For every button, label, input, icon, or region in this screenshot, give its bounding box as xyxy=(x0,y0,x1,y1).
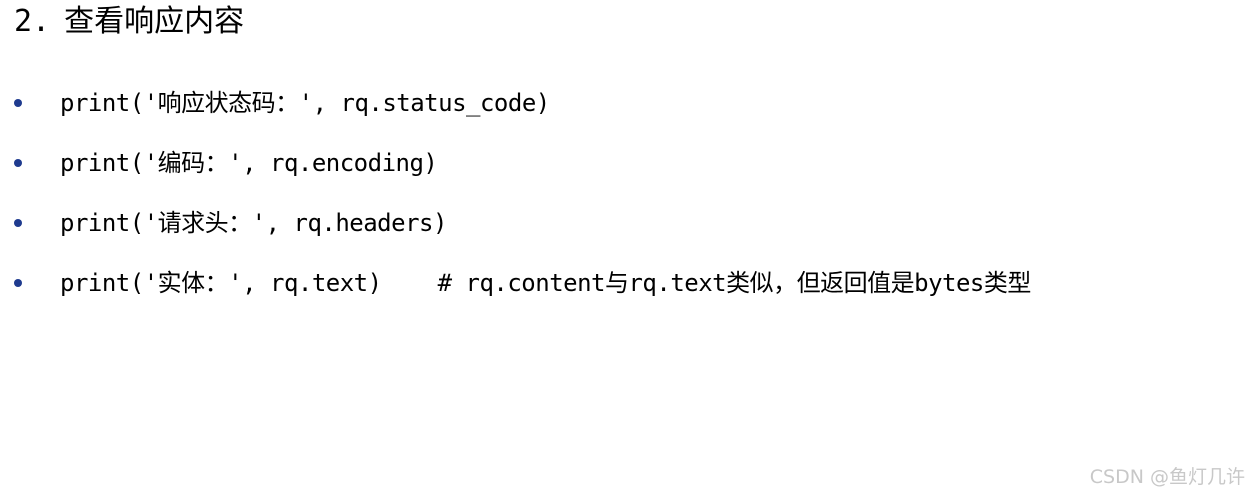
code-comment: # rq.content与rq.text类似，但返回值是bytes类型 xyxy=(437,269,1032,297)
bullet-icon xyxy=(14,159,22,167)
section-title: 查看响应内容 xyxy=(64,4,245,39)
bullet-icon xyxy=(14,219,22,227)
code-line: print('响应状态码：', rq.status_code) xyxy=(60,89,550,117)
section-number: 2. xyxy=(14,4,51,39)
code-line-with-comment: print('实体：', rq.text) # rq.content与rq.tex… xyxy=(60,264,1031,302)
watermark: CSDN @鱼灯几许 xyxy=(1089,466,1245,488)
code-line: print('编码：', rq.encoding) xyxy=(60,149,438,177)
section-heading: 2. 查看响应内容 xyxy=(14,4,244,40)
bullet-icon xyxy=(14,279,22,287)
code-line: print('请求头：', rq.headers) xyxy=(60,209,447,237)
code-text: print('实体：', rq.text) xyxy=(60,269,382,297)
bullet-icon xyxy=(14,99,22,107)
